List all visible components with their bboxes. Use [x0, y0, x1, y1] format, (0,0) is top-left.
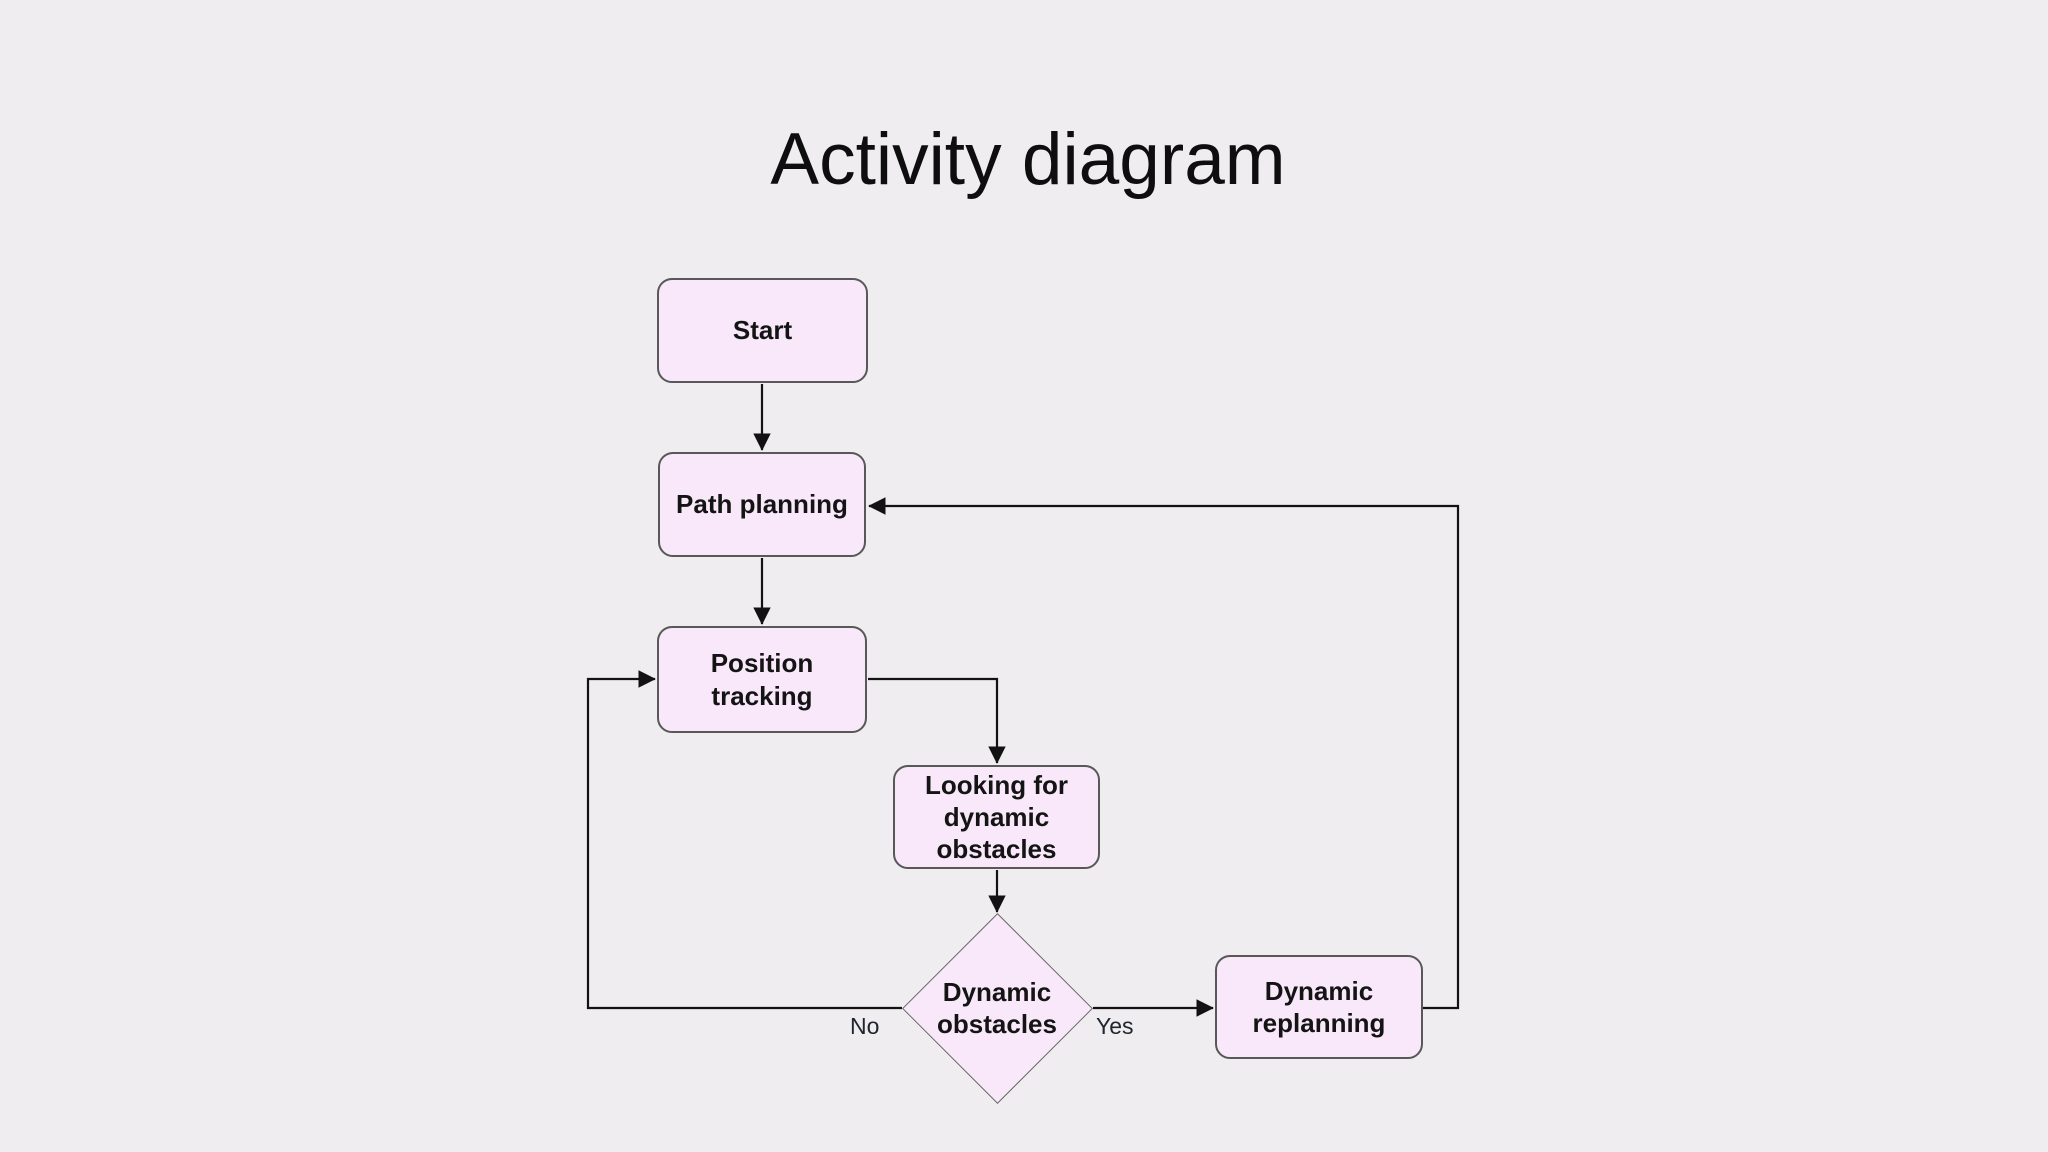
node-looking-for-dynamic-obstacles: Looking for dynamic obstacles: [893, 765, 1100, 869]
page-title: Activity diagram: [770, 119, 1286, 200]
edge-position-tracking-to-looking: [868, 677, 1006, 764]
node-path-planning: Path planning: [658, 452, 866, 557]
edge-label-yes: Yes: [1096, 1013, 1134, 1039]
edge-replanning-to-path-planning: [868, 497, 1460, 1010]
node-position-tracking: Position tracking: [657, 626, 867, 733]
node-dynamic-replanning: Dynamic replanning: [1215, 955, 1423, 1059]
node-start: Start: [657, 278, 868, 383]
edge-label-no: No: [850, 1013, 880, 1039]
edge-no-to-position-tracking: [586, 670, 902, 1010]
node-dynamic-obstacles-label: Dynamic obstacles: [937, 977, 1057, 1040]
